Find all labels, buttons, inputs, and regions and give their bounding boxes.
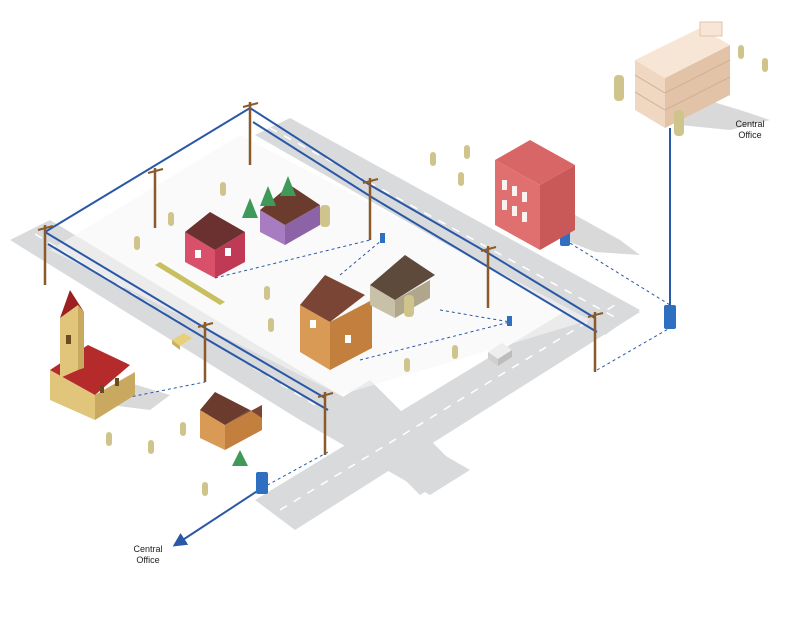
road-main bbox=[255, 290, 640, 530]
van-icon bbox=[488, 343, 512, 366]
block-lot bbox=[50, 135, 590, 395]
hedge bbox=[155, 262, 225, 305]
utility-poles bbox=[43, 102, 597, 455]
terminal-box-icon bbox=[380, 233, 385, 243]
terminal-boxes bbox=[256, 230, 676, 494]
tree-icon bbox=[464, 145, 470, 159]
tree-icon bbox=[168, 212, 174, 226]
house-icon bbox=[185, 212, 245, 278]
central-office-bottom-label: Central Office bbox=[133, 544, 163, 565]
tree-icon bbox=[106, 432, 112, 446]
house-icon bbox=[300, 275, 372, 370]
tree-icon bbox=[430, 152, 436, 166]
tree-icon bbox=[674, 110, 684, 136]
tree-icon bbox=[458, 172, 464, 186]
drop-wires bbox=[114, 239, 671, 489]
tree-icon bbox=[404, 358, 410, 372]
tree-icon bbox=[452, 345, 458, 359]
trees bbox=[106, 45, 768, 496]
tree-icon bbox=[614, 75, 624, 101]
apartment-building-icon bbox=[495, 140, 575, 250]
tree-icon bbox=[268, 318, 274, 332]
house-icon bbox=[260, 185, 320, 245]
tree-icon bbox=[242, 198, 258, 218]
tree-icon bbox=[404, 295, 414, 317]
house-icon bbox=[200, 392, 262, 450]
tree-icon bbox=[220, 182, 226, 196]
church-icon bbox=[50, 290, 135, 420]
terminal-box-icon bbox=[256, 472, 268, 494]
tree-icon bbox=[202, 482, 208, 496]
tree-icon bbox=[762, 58, 768, 72]
tree-icon bbox=[260, 186, 276, 206]
tree-icon bbox=[148, 440, 154, 454]
office-building-icon bbox=[634, 21, 731, 128]
tree-icon bbox=[232, 450, 248, 466]
tree-icon bbox=[320, 205, 330, 227]
tree-icon bbox=[264, 286, 270, 300]
car-icon bbox=[172, 333, 192, 350]
central-office-bottom-link bbox=[172, 487, 263, 547]
tree-icon bbox=[280, 176, 296, 196]
tree-icon bbox=[134, 236, 140, 250]
tree-icon bbox=[180, 422, 186, 436]
tree-icon bbox=[738, 45, 744, 59]
terminal-box-icon bbox=[507, 316, 512, 326]
central-office-top-label: Central Office bbox=[735, 119, 765, 140]
road-cross bbox=[330, 380, 460, 495]
terminal-box-icon bbox=[664, 305, 676, 329]
